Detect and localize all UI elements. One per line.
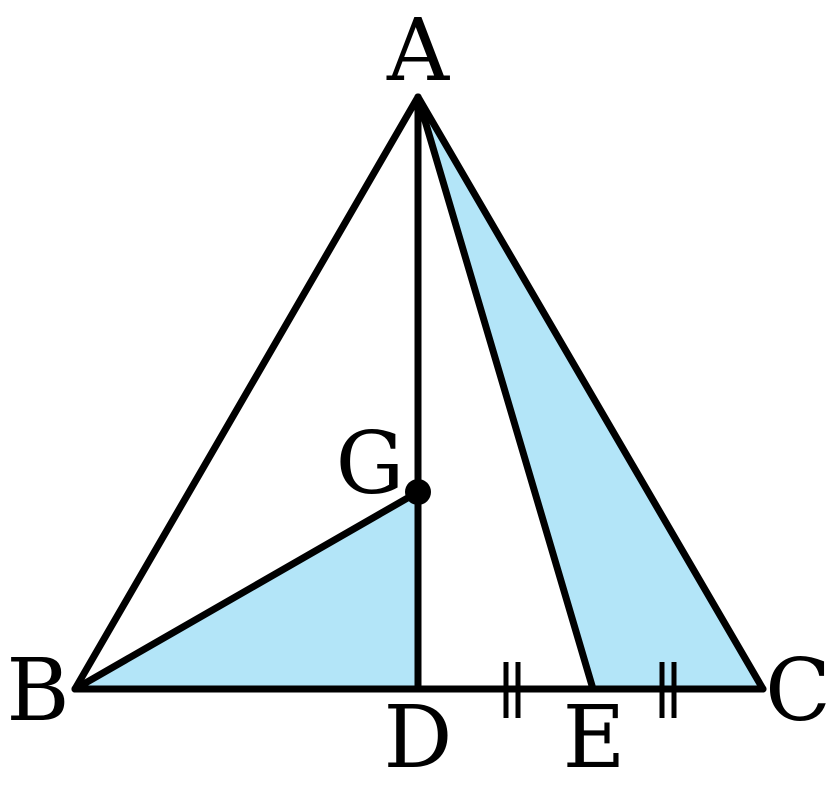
segment-bg (71, 488, 422, 693)
tick-marks-ec (659, 662, 677, 718)
point-g-dot (405, 479, 431, 505)
tick-marks-de (503, 662, 521, 718)
label-g: G (336, 414, 405, 514)
label-d: D (384, 688, 453, 788)
segment-ae (414, 93, 597, 693)
segment-ac (414, 93, 767, 693)
label-c: C (765, 641, 831, 741)
label-b: B (6, 641, 69, 741)
label-e: E (563, 688, 626, 788)
segment-ab (71, 93, 422, 693)
label-a: A (386, 1, 450, 101)
